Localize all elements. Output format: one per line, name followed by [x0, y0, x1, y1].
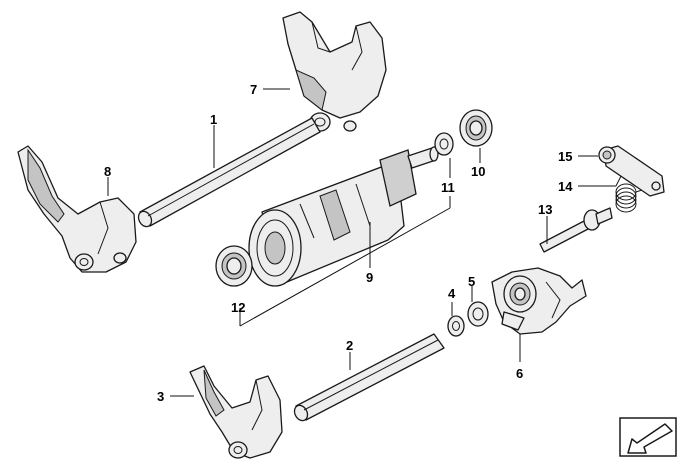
bearing-12 — [215, 245, 253, 287]
callout-2: 2 — [346, 338, 353, 353]
shift-rod-1 — [137, 117, 321, 228]
selector-assembly-6 — [491, 267, 587, 335]
lever-15 — [598, 145, 665, 197]
callout-7: 7 — [250, 82, 257, 97]
callout-labels: 1 2 3 4 5 6 7 8 9 10 11 12 13 14 15 — [104, 82, 573, 404]
callout-5: 5 — [468, 274, 475, 289]
callout-3: 3 — [157, 389, 164, 404]
shift-fork-3 — [189, 365, 283, 459]
washer-5 — [467, 301, 489, 327]
leader-lines — [107, 88, 616, 397]
callout-1: 1 — [210, 112, 217, 127]
callout-10: 10 — [471, 164, 485, 179]
shift-drum-9 — [248, 146, 439, 287]
callout-11: 11 — [441, 180, 455, 195]
callout-4: 4 — [448, 286, 456, 301]
washer-11 — [434, 132, 454, 156]
callout-15: 15 — [558, 149, 572, 164]
callout-13: 13 — [538, 202, 552, 217]
shift-pin-13 — [539, 207, 613, 253]
callout-8: 8 — [104, 164, 111, 179]
callout-9: 9 — [366, 270, 373, 285]
callout-6: 6 — [516, 366, 523, 381]
shift-rod-2 — [293, 333, 445, 422]
bearing-10 — [459, 109, 493, 147]
shift-fork-7 — [282, 11, 387, 132]
callout-12: 12 — [231, 300, 245, 315]
callout-14: 14 — [558, 179, 573, 194]
shift-fork-8 — [17, 145, 137, 273]
arrow-down-left-icon — [627, 423, 673, 454]
washer-4 — [447, 315, 465, 337]
orientation-badge — [619, 417, 677, 457]
